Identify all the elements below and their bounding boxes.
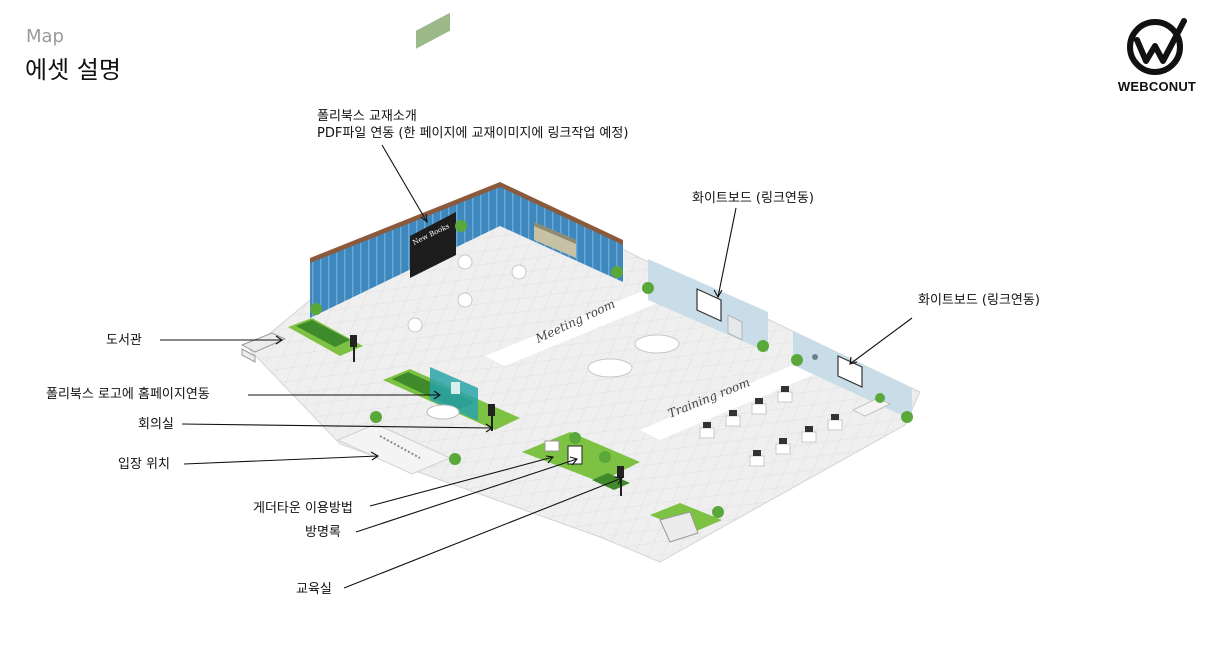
label-meeting-room: 회의실 [138,416,174,433]
label-gather-guide: 게더타운 이용방법 [253,500,353,517]
label-classroom: 교육실 [296,581,332,598]
label-library: 도서관 [106,332,142,349]
label-whiteboard-2: 화이트보드 (링크연동) [918,292,1040,309]
label-whiteboard-1: 화이트보드 (링크연동) [692,190,814,207]
label-library-intro-line1: 폴리북스 교재소개 [317,108,417,125]
label-logo-link: 폴리북스 로고에 홈페이지연동 [46,386,210,403]
label-library-intro-line2: PDF파일 연동 (한 페이지에 교재이미지에 링크작업 예정) [317,125,628,142]
label-entry-position: 입장 위치 [118,456,170,473]
label-guestbook: 방명록 [305,524,341,541]
new-books-shelf: New Books [410,13,456,278]
